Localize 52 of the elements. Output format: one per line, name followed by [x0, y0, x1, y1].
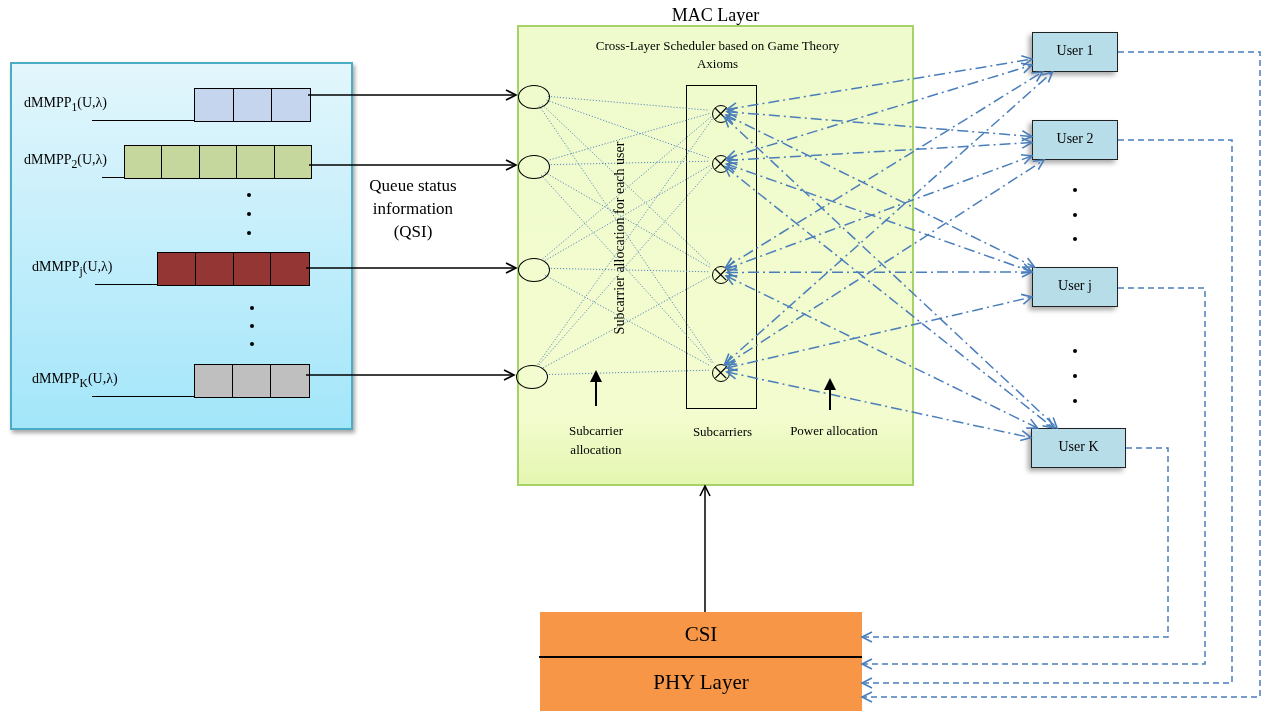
arrow — [723, 116, 1058, 429]
connector-line — [545, 369, 710, 376]
user-box — [1031, 428, 1126, 468]
arrow — [725, 62, 1033, 162]
arrow — [699, 485, 711, 613]
connector-line — [546, 99, 710, 159]
box-label: User j — [1057, 278, 1093, 294]
arrow — [305, 369, 515, 381]
box-caption: Subcarriers — [691, 424, 754, 440]
feedback-arrow — [861, 139, 1233, 689]
arrow — [726, 106, 1033, 142]
queue-label: dMMPP$_{j}$(U,λ) — [32, 259, 113, 278]
arrow — [725, 275, 1039, 429]
box-heading: Cross-Layer Scheduler based on Game Theory Axioms — [594, 37, 841, 73]
connector-line — [547, 267, 710, 273]
arrow — [726, 266, 1033, 279]
queue-label: dMMPP$_{1}$(U,λ) — [24, 95, 108, 114]
arrow — [725, 114, 1036, 268]
box-label: User 2 — [1055, 131, 1095, 147]
annotation-text: Power allocation — [789, 422, 879, 440]
box-label: User 1 — [1055, 43, 1095, 59]
box-label: PHY Layer — [652, 670, 750, 695]
arrow — [726, 55, 1033, 114]
user-box — [1032, 32, 1118, 72]
annotation-text: Subcarrier allocation for each user — [611, 140, 628, 337]
queue-label: dMMPP$_{2}$(U,λ) — [24, 152, 108, 171]
arrow — [724, 71, 1044, 269]
user-box — [1032, 267, 1118, 307]
arrow — [726, 293, 1033, 372]
feedback-arrow — [861, 287, 1206, 670]
arrow — [726, 368, 1032, 442]
box-label: User K — [1057, 439, 1100, 455]
arrow — [305, 262, 517, 274]
layer-box — [540, 612, 862, 711]
arrow — [726, 137, 1033, 166]
box-label: CSI — [683, 622, 719, 647]
queue-label: dMMPP$_{K}$(U,λ) — [32, 371, 118, 390]
feedback-arrow — [861, 51, 1261, 703]
annotation-text: Subcarrier allocation — [567, 422, 625, 459]
source-panel — [10, 62, 353, 430]
arrow — [308, 159, 517, 171]
arrow — [724, 165, 1055, 429]
arrow — [307, 89, 517, 101]
arrow — [723, 71, 1054, 365]
user-box — [1032, 120, 1118, 160]
annotation-text: Queue status information (QSI) — [368, 175, 458, 243]
arrow — [724, 159, 1045, 366]
layer-title: MAC Layer — [670, 5, 761, 26]
feedback-arrow — [861, 447, 1169, 643]
connector-line — [546, 113, 710, 162]
connector-line — [547, 95, 710, 111]
connector-line — [547, 160, 710, 166]
